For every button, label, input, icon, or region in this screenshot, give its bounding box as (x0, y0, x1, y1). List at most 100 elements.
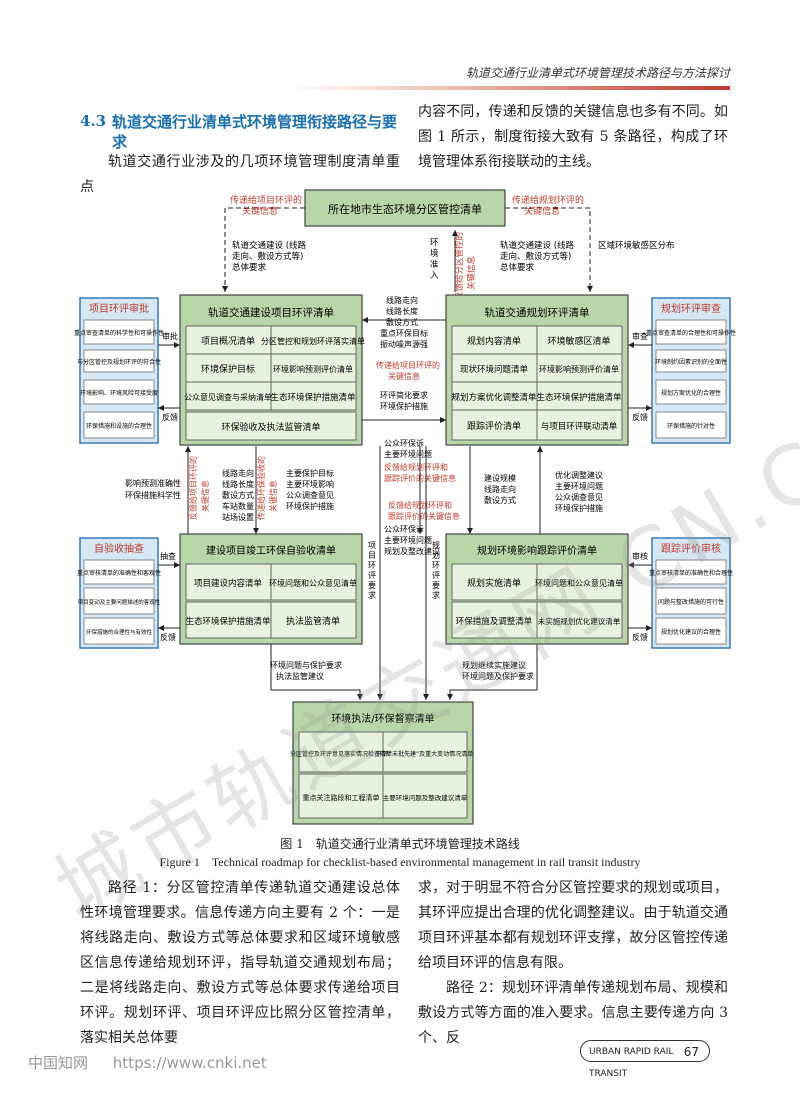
mlb1-5: 站场设置 (222, 512, 254, 522)
lp2-item-2: 项目变动及主要问题描述的客观性 (78, 598, 161, 606)
journal-footer-pill: URBAN RAPID RAIL TRANSIT 67 (580, 1040, 710, 1079)
env-access-3: 准 (430, 259, 439, 270)
enf-cell-4: 主要环境问题及整改建议清单 (383, 793, 468, 802)
vert-red-left-1: 反馈给项目环评的 (188, 456, 198, 520)
pev-2: 目 (368, 551, 376, 560)
technical-roadmap-diagram: 所在地市生态环境分区管控清单 传递给项目环评的 关键信息 传递给规划环评的 关键… (74, 189, 736, 825)
pev-3: 环 (368, 561, 376, 570)
top-right-black-2: 走向、敷设方式等) (500, 251, 571, 262)
rp2-item-3: 规划优化建议的合理性 (661, 628, 721, 636)
vert-red-left2-1: 传递给环保验收的 (256, 456, 266, 520)
enf-cell-1: 分区管控及环评意见落实情况检查清单 (290, 750, 392, 758)
env-access-4: 入 (430, 271, 439, 281)
mlb3-2: 线路走向 (484, 484, 516, 494)
top-right-red-2: 关键信息 (524, 205, 560, 217)
trk-cell-3: 环保措施及调整清单 (456, 616, 533, 627)
pev-4: 评 (368, 571, 376, 580)
mid-black2-2: 环境保护措施 (380, 401, 428, 411)
mid-black1-4: 重点环保目标 (380, 328, 428, 338)
project-eia-title: 轨道交通建设项目环评清单 (208, 306, 334, 319)
plv-4: 评 (432, 571, 440, 580)
left-panel2-title: 自验收抽查 (94, 542, 144, 555)
zone-control-title: 所在地市生态环境分区管控清单 (328, 202, 482, 216)
mlb1-3: 敷设方式 (222, 490, 254, 500)
pe-cell-5: 公众意见调查与采纳清单 (184, 392, 272, 402)
left-side-2: 环保措施科学性 (125, 490, 181, 500)
right-panel1-title: 规划环评审查 (661, 302, 721, 315)
pl-bottom-left: 跟踪评价清单 (467, 420, 521, 432)
top-left-black-2: 走向、敷设方式等) (232, 251, 303, 262)
pe-cell-3: 环境保护目标 (201, 363, 255, 375)
header-rule (290, 86, 730, 90)
lp2-item-3: 环保措施的合理性与有效性 (86, 628, 153, 636)
trk-cell-2: 环境问题和公众意见清单 (535, 578, 623, 588)
lp2-item-1: 重点审核清单的准确性和客观性 (77, 569, 161, 577)
mid-black3-1: 公众环保诉 (384, 438, 424, 448)
top-left-black-3: 总体要求 (232, 262, 267, 273)
vert-red-left2-2: 关键信息 (268, 480, 278, 512)
rp1-item-1: 重点审查清单的合理性和可操作性 (646, 329, 736, 337)
mid-red2-1: 反馈给规划环评和 (384, 462, 448, 472)
rp2-item-1: 重点审核清单的准确性和合理性 (649, 569, 733, 577)
figure-caption-cn: 图 1 轨道交通行业清单式环境管理技术路线 (280, 837, 520, 851)
plv-3: 环 (432, 561, 440, 570)
mid-red1-2: 关键信息 (388, 371, 420, 381)
section-title: 轨道交通行业清单式环境管理衔接路径与要求 (112, 113, 398, 151)
rp1-arrow-in: 审查 (632, 331, 648, 341)
top-right-black-1: 轨道交通建设 (线路 (500, 240, 575, 251)
env-access-2: 境 (430, 248, 439, 259)
mid-black3-2: 主要环境问题 (384, 449, 432, 459)
rp1-arrow-out: 反馈 (632, 412, 648, 422)
rst-3: 公众调查意见 (555, 492, 603, 502)
left-panel1-title: 项目环评审批 (89, 302, 149, 315)
feedback-zone-2: 关键信息 (466, 255, 477, 290)
pe-cell-4: 环境影响预测评价清单 (273, 364, 353, 374)
mlb3-3: 敷设方式 (484, 495, 516, 505)
rp1-item-2: 环境制约因素识别的全面性 (655, 358, 727, 366)
lp2-arrow-out: 反馈 (160, 632, 176, 642)
lp1-arrow-out: 反馈 (162, 412, 178, 422)
mid-black2-1: 环评简化要求 (380, 390, 428, 400)
lp1-item-4: 环保措施和设施的合理性 (86, 422, 152, 430)
right-panel2-title: 跟踪评价审核 (661, 542, 721, 555)
plan-eia-title: 轨道交通规划环评清单 (485, 306, 590, 319)
mlb4-2: 主要环境问题 (384, 535, 432, 545)
pe-cell-1: 项目概况清单 (201, 335, 255, 347)
rp2-arrow-in: 审核 (632, 551, 648, 561)
pev-6: 求 (368, 590, 376, 600)
footer-source: 中国知网 https://www.cnki.net (28, 1052, 267, 1073)
mlb1-4: 车站数量 (222, 501, 254, 511)
rp1-item-3: 规划方案优化的合理性 (661, 389, 721, 397)
journal-running-title: 轨道交通行业清单式环境管理技术路径与方法探讨 (465, 66, 730, 80)
pev-5: 要 (368, 581, 376, 590)
mlr-2: 跟踪评价的关键信息 (388, 511, 460, 521)
mlb2-2: 主要环境影响 (286, 479, 334, 489)
rst-4: 环境保护措施 (555, 503, 603, 513)
acc-cell-2: 环境问题和公众意见清单 (269, 578, 357, 588)
paragraph-intro-right: 内容不同，传递和反馈的关键信息也多有不同。如图 1 所示，制度衔接大致有 5 条… (418, 104, 728, 170)
paragraph-path1-right: 求，对于明显不符合分区管控要求的规划或项目，其环评应提出合理的优化调整建议。由于… (418, 880, 728, 971)
mid-black1-1: 线路走向 (386, 295, 418, 305)
enf-cell-2: 环评“未批先建”及重大变动情况清单 (377, 750, 473, 758)
enforcement-title: 环境执法/环保督察清单 (331, 712, 434, 725)
region-sensitive-label: 区域环境敏感区分布 (598, 240, 675, 251)
low-right-2: 环境问题及保护要求 (462, 671, 534, 681)
pl-cell-6: 生态环境保护措施清单 (536, 392, 622, 403)
pl-cell-3: 现状环境问题清单 (460, 364, 529, 375)
rp2-item-2: 问题与整改措施的可行性 (658, 598, 724, 606)
section-number: 4.3 (80, 112, 107, 130)
rst-2: 主要环境问题 (555, 481, 603, 491)
left-side-1: 影响预测准确性 (125, 478, 181, 488)
cnki-url[interactable]: https://www.cnki.net (112, 1054, 267, 1072)
pl-cell-1: 规划内容清单 (467, 335, 521, 347)
mlb2-1: 主要保护目标 (286, 468, 334, 478)
plv-6: 求 (432, 590, 440, 600)
acc-cell-3: 生态环境保护措施清单 (185, 616, 271, 627)
top-left-black-1: 轨道交通建设 (线路 (232, 240, 307, 251)
paragraph-intro-left: 轨道交通行业涉及的几项环境管理制度清单重点 (80, 154, 400, 195)
cnki-logo-text: 中国知网 (28, 1054, 89, 1072)
pe-cell-6: 生态环境保护措施清单 (270, 392, 356, 403)
mlb4-3: 规划及整改建议 (384, 546, 440, 556)
low-left-1: 环境问题与保护要求 (270, 660, 342, 670)
mlb1-1: 线路走向 (222, 468, 254, 478)
